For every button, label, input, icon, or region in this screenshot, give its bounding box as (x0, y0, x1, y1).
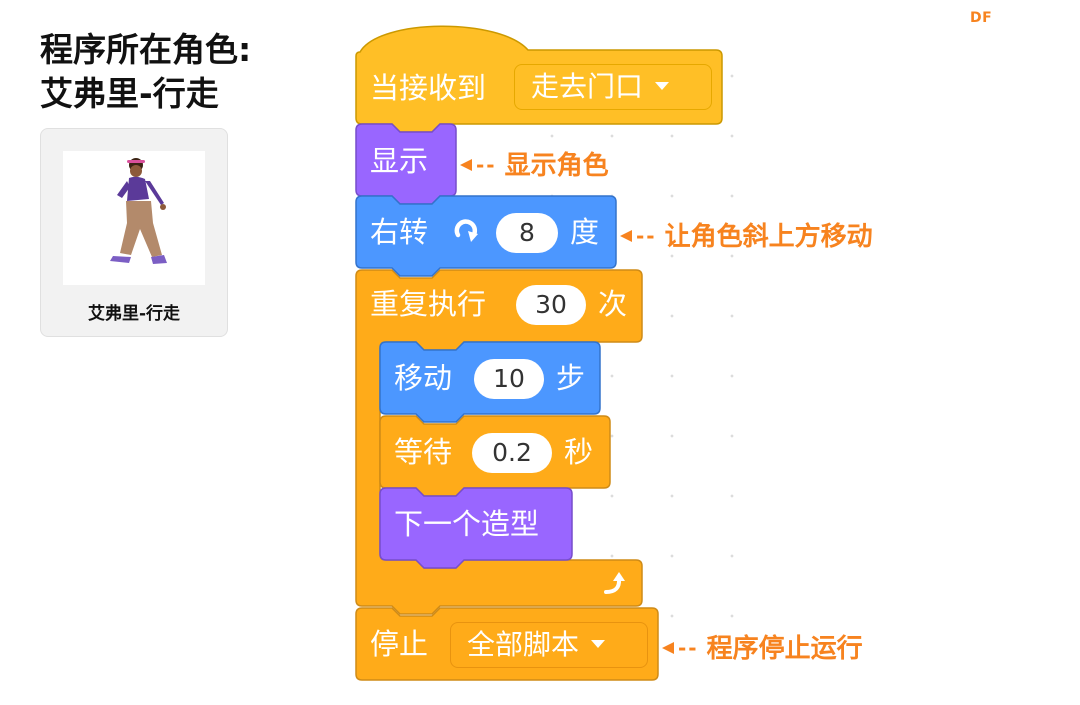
sprite-card[interactable]: 艾弗里-行走 (40, 128, 228, 337)
dash-divider: -- (636, 223, 657, 248)
sprite-thumbnail (63, 151, 205, 285)
heading-line-1: 程序所在角色: (40, 30, 252, 69)
chevron-down-icon (591, 640, 606, 648)
repeat-count-input[interactable]: 30 (516, 285, 586, 325)
stop-label: 停止 (370, 627, 429, 661)
message-dropdown[interactable]: 走去门口 (514, 64, 712, 110)
sprite-avery-walking-image (110, 158, 167, 264)
turn-right-label: 右转 (370, 215, 429, 249)
heading-line-2: 艾弗里-行走 (40, 74, 219, 113)
annotation-turn: -- 让角色斜上方移动 (620, 216, 873, 253)
show-label: 显示 (370, 144, 429, 178)
repeat-loop-arrow-icon (604, 572, 625, 594)
move-label: 移动 (394, 361, 453, 395)
move-unit-label: 步 (556, 361, 586, 395)
move-steps-input[interactable]: 10 (474, 359, 544, 399)
annotation-show-text: 显示角色 (504, 151, 609, 181)
page-heading: 程序所在角色: 艾弗里-行走 (40, 28, 251, 116)
sprite-name: 艾弗里-行走 (87, 304, 181, 324)
wait-unit-label: 秒 (564, 435, 594, 469)
wait-seconds-input[interactable]: 0.2 (472, 433, 552, 473)
arrow-left-icon (620, 229, 632, 242)
next-costume-label: 下一个造型 (394, 507, 540, 541)
arrow-left-icon (662, 641, 674, 654)
annotation-turn-text: 让角色斜上方移动 (664, 222, 873, 252)
dash-divider: -- (678, 635, 699, 660)
when-receive-label: 当接收到 (370, 71, 487, 105)
repeat-label: 重复执行 (370, 287, 487, 321)
repeat-unit-label: 次 (598, 287, 628, 321)
turn-unit-label: 度 (570, 215, 600, 249)
next-costume-block[interactable] (379, 487, 573, 569)
arrow-left-icon (460, 158, 472, 171)
message-dropdown-value: 走去门口 (531, 70, 644, 103)
chevron-down-icon (655, 82, 670, 90)
df-logo: DF (970, 10, 993, 26)
wait-label: 等待 (394, 435, 453, 469)
annotation-show: -- 显示角色 (460, 145, 609, 182)
stop-option-dropdown[interactable]: 全部脚本 (450, 622, 648, 668)
annotation-stop: -- 程序停止运行 (662, 628, 863, 665)
turn-right-icon (454, 219, 478, 242)
stop-option-value: 全部脚本 (467, 628, 580, 661)
turn-right-block[interactable] (355, 195, 617, 277)
turn-degrees-input[interactable]: 8 (496, 213, 558, 253)
annotation-stop-text: 程序停止运行 (706, 634, 863, 664)
dash-divider: -- (476, 152, 497, 177)
